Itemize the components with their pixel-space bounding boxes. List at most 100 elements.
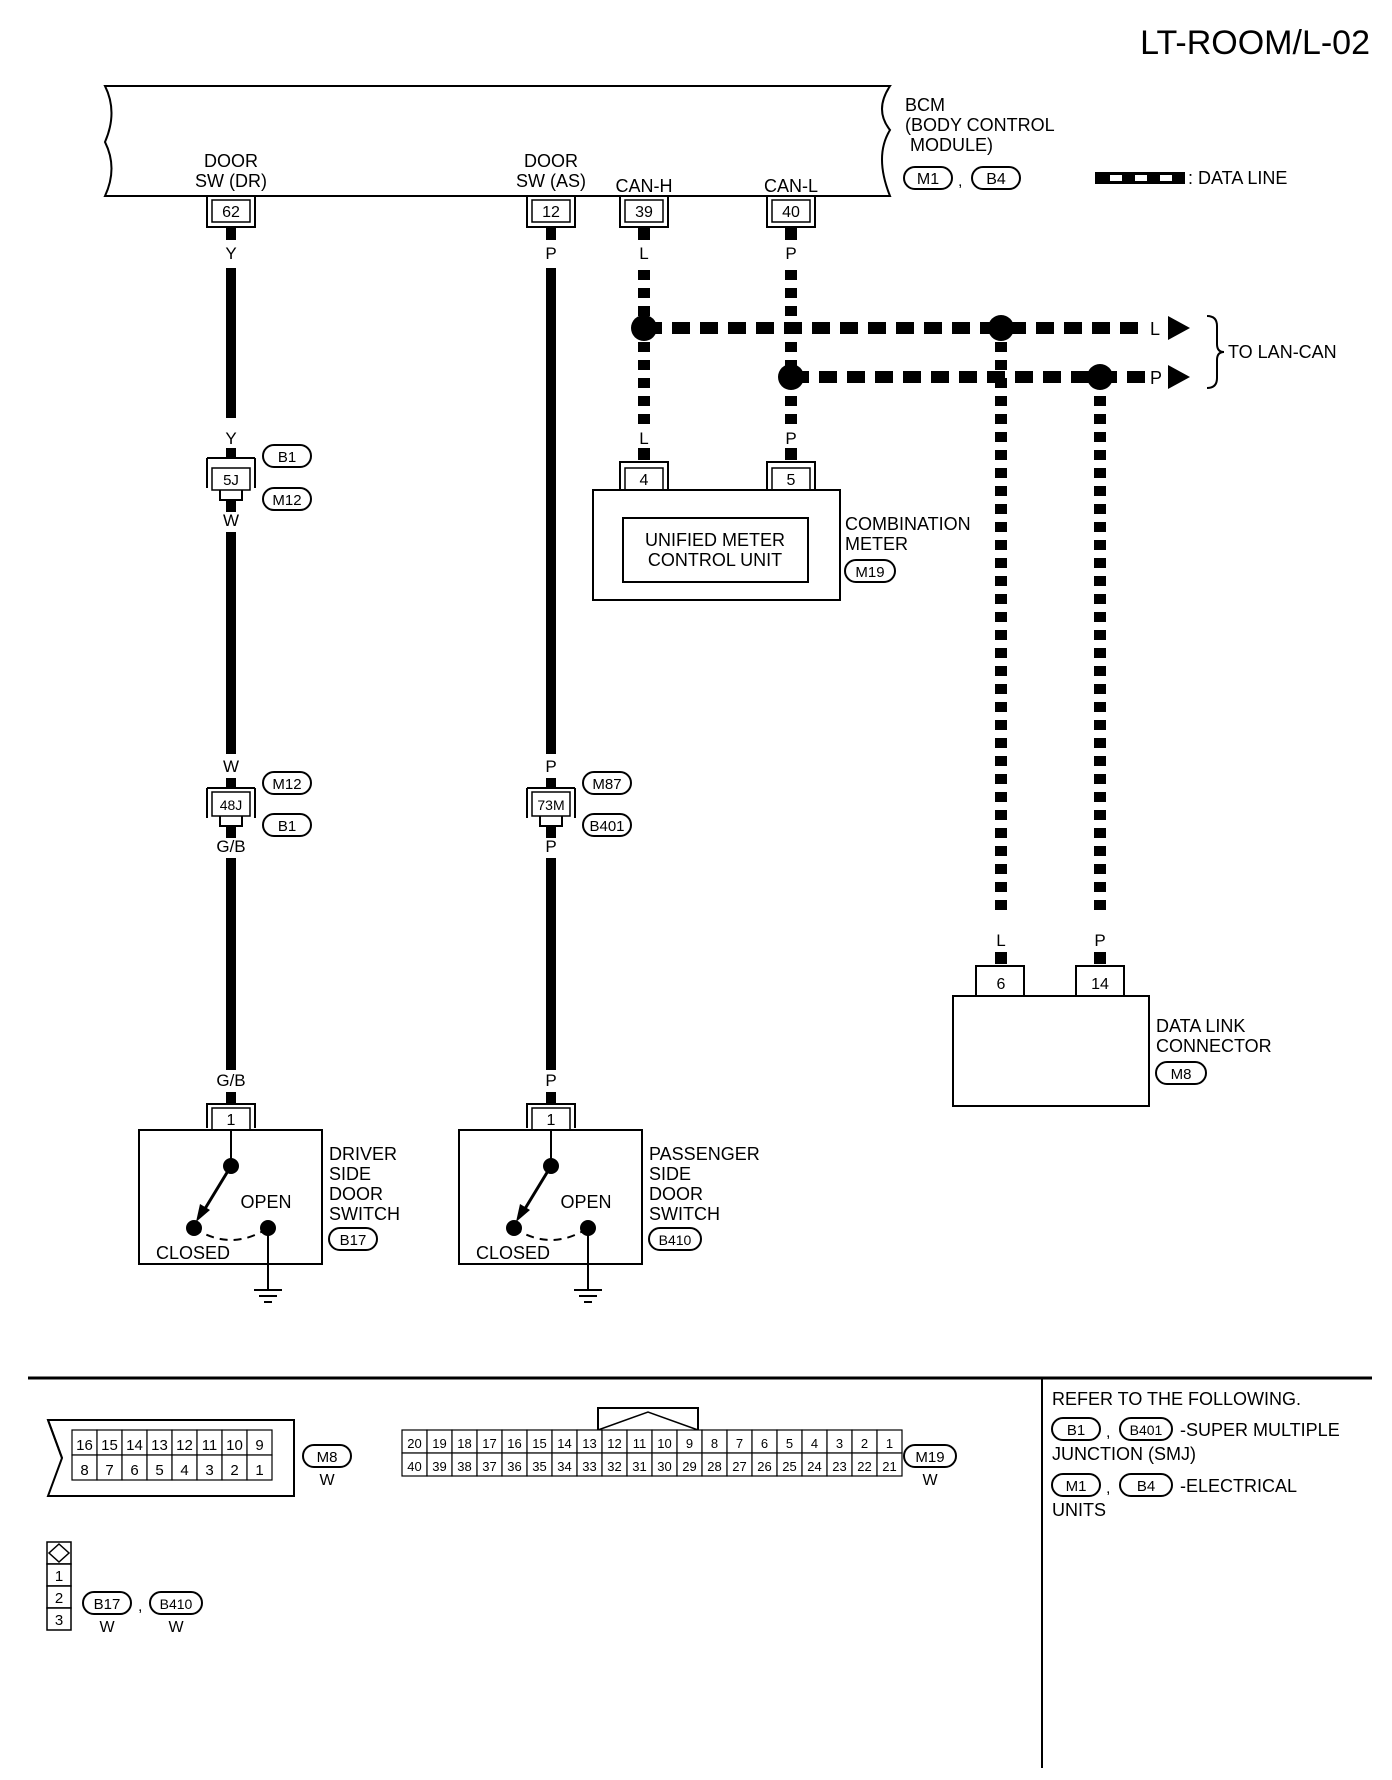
passenger-door-wire: P P P — [545, 228, 557, 1090]
svg-text:W: W — [319, 1472, 335, 1489]
svg-text:SW (AS): SW (AS) — [516, 171, 586, 191]
driver-door-wire: Y W W G/B G/B — [216, 228, 246, 1090]
svg-text:B1: B1 — [278, 449, 296, 466]
m19-pin-34: 34 — [557, 1459, 571, 1474]
m19-pin-28: 28 — [707, 1459, 721, 1474]
svg-text:CAN-H: CAN-H — [616, 176, 673, 196]
svg-text:DOOR: DOOR — [524, 151, 578, 171]
svg-text:14: 14 — [1091, 976, 1109, 993]
bcm-terminal-can-l: CAN-L 40 P — [764, 176, 818, 263]
data-line-legend: : DATA LINE — [1095, 168, 1287, 188]
m19-pin-3: 3 — [836, 1436, 843, 1451]
junction-73m: 73M M87 B401 — [526, 771, 632, 837]
svg-text:M87: M87 — [592, 776, 621, 793]
m8-pin-13: 13 — [151, 1437, 168, 1454]
pin-62: 62 — [222, 204, 240, 221]
m8-pin-2: 2 — [230, 1462, 238, 1479]
svg-text:P: P — [545, 837, 556, 856]
svg-text:SIDE: SIDE — [649, 1164, 691, 1184]
svg-text:B1: B1 — [1067, 1422, 1085, 1439]
svg-text:UNIFIED METER: UNIFIED METER — [645, 530, 785, 550]
svg-text:P: P — [545, 757, 556, 776]
svg-text:L: L — [1150, 319, 1160, 339]
junction-5j: 5J B1 M12 — [206, 444, 312, 511]
m19-pin-14: 14 — [557, 1436, 571, 1451]
m19-pin-7: 7 — [736, 1436, 743, 1451]
svg-text:B401: B401 — [1130, 1422, 1163, 1438]
bcm-connector-m1: M1 — [917, 171, 939, 188]
m19-pin-16: 16 — [507, 1436, 521, 1451]
svg-text:CLOSED: CLOSED — [156, 1243, 230, 1263]
svg-text:4: 4 — [640, 472, 649, 489]
svg-text:B410: B410 — [160, 1596, 193, 1612]
to-lan-can-label: TO LAN-CAN — [1228, 342, 1337, 362]
m19-pin-37: 37 — [482, 1459, 496, 1474]
svg-text:5J: 5J — [223, 472, 239, 489]
m19-pin-19: 19 — [432, 1436, 446, 1451]
m8-pin-11: 11 — [202, 1437, 218, 1454]
svg-text:SW (DR): SW (DR) — [195, 171, 267, 191]
svg-text:JUNCTION (SMJ): JUNCTION (SMJ) — [1052, 1444, 1196, 1464]
m8-pin-6: 6 — [130, 1462, 138, 1479]
svg-text:,: , — [1106, 1424, 1110, 1441]
m19-pin-31: 31 — [632, 1459, 646, 1474]
svg-text:,: , — [138, 1598, 142, 1615]
svg-text:-SUPER MULTIPLE: -SUPER MULTIPLE — [1180, 1420, 1340, 1440]
svg-text:L: L — [639, 429, 648, 448]
svg-text:M1: M1 — [1066, 1478, 1087, 1495]
svg-text:SWITCH: SWITCH — [649, 1204, 720, 1224]
svg-text:M19: M19 — [915, 1449, 944, 1466]
bcm-full-name-1: (BODY CONTROL — [905, 115, 1055, 135]
m19-pin-22: 22 — [857, 1459, 871, 1474]
svg-text:M19: M19 — [855, 564, 884, 581]
svg-text:M12: M12 — [272, 492, 301, 509]
wire-color-p-top: P — [545, 244, 556, 263]
svg-text:2: 2 — [55, 1590, 63, 1607]
m8-pin-7: 7 — [105, 1462, 113, 1479]
svg-text:W: W — [168, 1619, 184, 1636]
m19-pin-5: 5 — [786, 1436, 793, 1451]
m8-pin-4: 4 — [180, 1462, 188, 1479]
m8-pin-8: 8 — [80, 1462, 88, 1479]
svg-text:M8: M8 — [317, 1449, 338, 1466]
m19-pin-26: 26 — [757, 1459, 771, 1474]
m19-pin-23: 23 — [832, 1459, 846, 1474]
svg-text:B17: B17 — [94, 1596, 121, 1613]
bcm-terminal-door-sw-as: DOOR SW (AS) 12 P — [516, 151, 586, 263]
m19-pin-20: 20 — [407, 1436, 421, 1451]
m19-pin-35: 35 — [532, 1459, 546, 1474]
m8-pin-12: 12 — [176, 1437, 193, 1454]
m8-pin-15: 15 — [101, 1437, 118, 1454]
svg-text:W: W — [223, 511, 239, 530]
m19-pin-25: 25 — [782, 1459, 796, 1474]
svg-text:3: 3 — [55, 1612, 63, 1629]
wire-color-p-can-top: P — [785, 244, 796, 263]
svg-text:M8: M8 — [1171, 1066, 1192, 1083]
svg-text:W: W — [223, 757, 239, 776]
svg-text:-ELECTRICAL: -ELECTRICAL — [1180, 1476, 1297, 1496]
svg-text:METER: METER — [845, 534, 908, 554]
svg-text:DOOR: DOOR — [329, 1184, 383, 1204]
m19-pin-21: 21 — [882, 1459, 896, 1474]
svg-text:P: P — [785, 429, 796, 448]
m8-pin-3: 3 — [205, 1462, 213, 1479]
m19-pin-1: 1 — [886, 1436, 893, 1451]
m19-pin-2: 2 — [861, 1436, 868, 1451]
m19-pin-8: 8 — [711, 1436, 718, 1451]
svg-text:,: , — [958, 173, 962, 190]
svg-text:CONTROL UNIT: CONTROL UNIT — [648, 550, 782, 570]
m19-pin-38: 38 — [457, 1459, 471, 1474]
svg-text:B1: B1 — [278, 818, 296, 835]
m19-pin-10: 10 — [657, 1436, 671, 1451]
svg-text:CLOSED: CLOSED — [476, 1243, 550, 1263]
pin-39: 39 — [635, 204, 653, 221]
svg-text:DATA LINK: DATA LINK — [1156, 1016, 1245, 1036]
bcm-name: BCM — [905, 95, 945, 115]
m19-pin-30: 30 — [657, 1459, 671, 1474]
m19-pin-13: 13 — [582, 1436, 596, 1451]
m19-pin-17: 17 — [482, 1436, 496, 1451]
data-link-connector: L P 6 14 DATA LINK CONNECTOR M8 — [952, 931, 1272, 1107]
m8-pin-9: 9 — [255, 1437, 263, 1454]
